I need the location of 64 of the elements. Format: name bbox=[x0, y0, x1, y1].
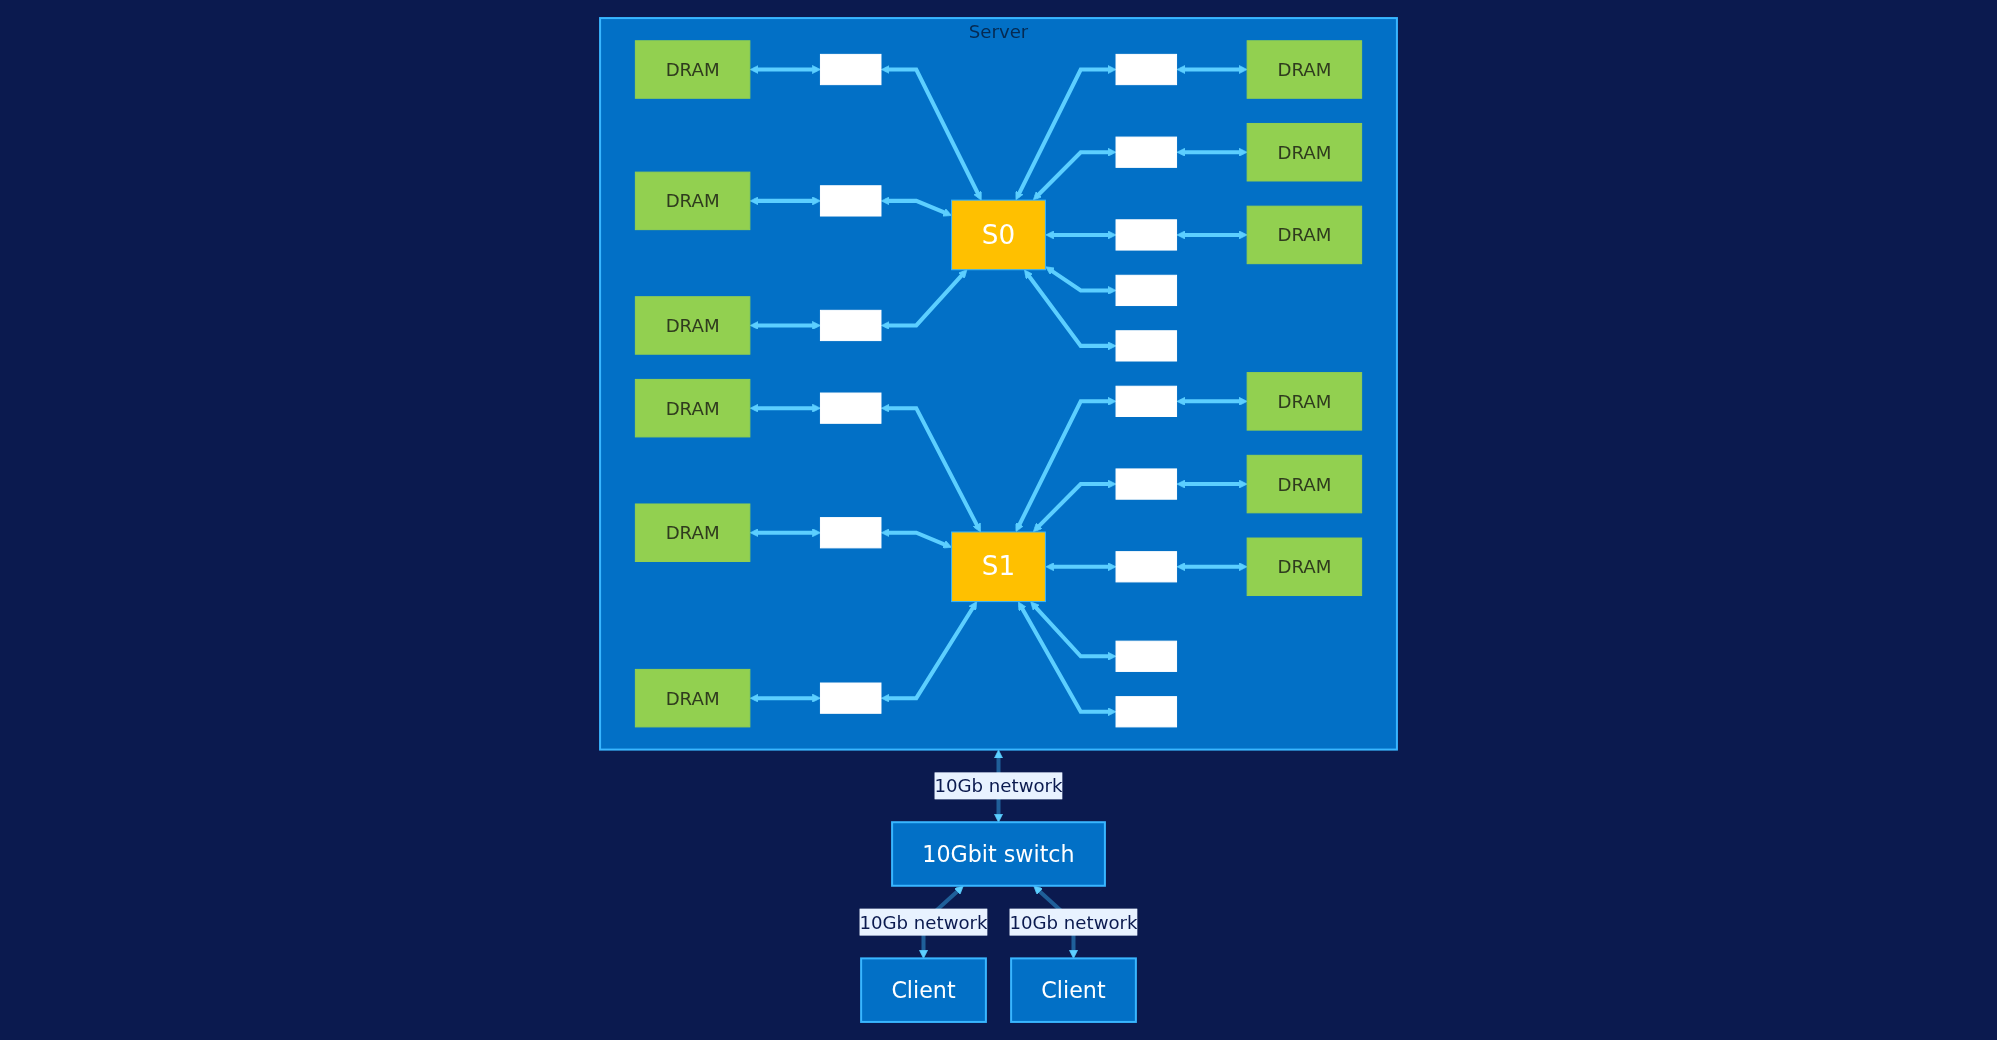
node-box: DRAM bbox=[634, 40, 751, 99]
node-box bbox=[819, 53, 882, 86]
arrow bbox=[1030, 601, 1117, 661]
arrow bbox=[880, 601, 978, 703]
arrow bbox=[1176, 147, 1248, 157]
node-box bbox=[819, 309, 882, 342]
node-box: Client bbox=[1010, 957, 1137, 1023]
node-box bbox=[1115, 53, 1178, 86]
arrow bbox=[1176, 65, 1248, 74]
arrow bbox=[880, 65, 982, 201]
node-box bbox=[819, 682, 882, 714]
arrow bbox=[1176, 562, 1248, 572]
edge-label: 10Gb network bbox=[1009, 911, 1138, 933]
node-box: 10Gbit switch bbox=[891, 821, 1106, 887]
arrow bbox=[749, 321, 821, 330]
node-box bbox=[1115, 640, 1178, 672]
edge-label: 10Gb network bbox=[859, 911, 988, 933]
node-box: DRAM bbox=[634, 503, 751, 562]
arrow bbox=[749, 65, 821, 74]
arrow bbox=[880, 403, 981, 533]
arrow bbox=[749, 693, 821, 703]
node-box bbox=[1115, 385, 1178, 417]
arrow bbox=[749, 403, 821, 413]
node-box bbox=[1115, 468, 1178, 500]
arrow bbox=[880, 196, 952, 217]
arrow bbox=[749, 528, 821, 538]
arrow bbox=[1176, 396, 1248, 406]
node-box: DRAM bbox=[1246, 454, 1363, 514]
arrow bbox=[1045, 562, 1117, 572]
arrow bbox=[749, 196, 821, 206]
node-box: DRAM bbox=[634, 378, 751, 438]
node-box: DRAM bbox=[634, 171, 751, 231]
node-box: Client bbox=[860, 957, 987, 1023]
node-box: DRAM bbox=[634, 668, 751, 728]
node-box bbox=[1115, 696, 1178, 728]
node-box bbox=[819, 392, 882, 424]
arrow bbox=[1015, 65, 1117, 201]
node-box: DRAM bbox=[1246, 372, 1363, 431]
arrow bbox=[1033, 479, 1117, 533]
node-box bbox=[1115, 551, 1178, 583]
node-box bbox=[1115, 219, 1178, 251]
node-box: S1 bbox=[951, 531, 1046, 603]
arrow bbox=[880, 528, 952, 549]
node-box: DRAM bbox=[1246, 40, 1363, 99]
node-box bbox=[1115, 330, 1178, 362]
node-box: DRAM bbox=[1246, 537, 1363, 597]
arrow bbox=[1176, 230, 1248, 240]
node-box: DRAM bbox=[1246, 205, 1363, 265]
arrow bbox=[1018, 601, 1117, 717]
arrow bbox=[1045, 266, 1117, 295]
node-box: S0 bbox=[951, 199, 1046, 271]
arrow bbox=[1024, 269, 1117, 351]
arrow bbox=[1033, 147, 1117, 201]
node-box bbox=[1115, 136, 1178, 168]
arrow bbox=[880, 269, 968, 330]
node-box bbox=[819, 185, 882, 217]
node-box: DRAM bbox=[1246, 122, 1363, 182]
arrow bbox=[1015, 396, 1117, 532]
arrow bbox=[1176, 479, 1248, 489]
node-box bbox=[1115, 274, 1178, 307]
node-box: DRAM bbox=[634, 296, 751, 355]
arrow bbox=[1045, 230, 1117, 240]
edge-label: 10Gb network bbox=[934, 775, 1063, 797]
node-box bbox=[819, 517, 882, 549]
